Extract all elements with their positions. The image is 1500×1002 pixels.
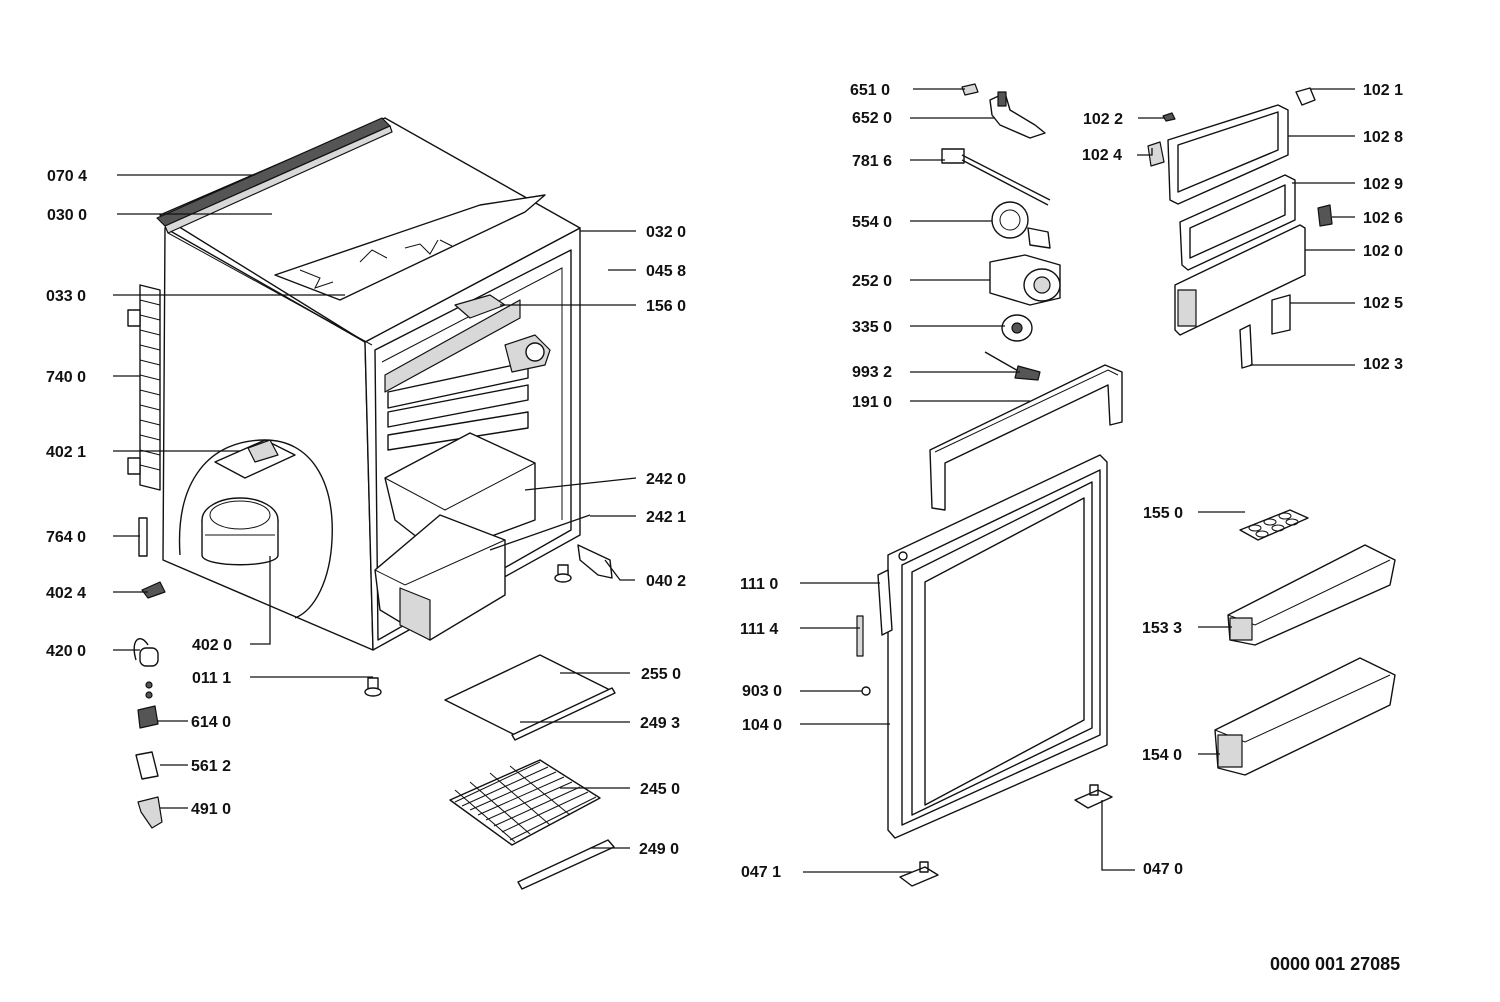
handle-cover bbox=[856, 615, 864, 657]
crisper-drawer-upper bbox=[384, 432, 536, 556]
callout-255-0: 255 0 bbox=[641, 666, 681, 683]
thermostat-knob bbox=[137, 705, 159, 729]
callout-111-4: 111 4 bbox=[740, 621, 778, 638]
callout-102-1: 102 1 bbox=[1363, 82, 1403, 99]
clip-part bbox=[141, 581, 166, 599]
callout-154-0: 154 0 bbox=[1142, 747, 1182, 764]
door-racks bbox=[1214, 509, 1396, 776]
callout-242-0: 242 0 bbox=[646, 471, 686, 488]
callout-252-0: 252 0 bbox=[852, 273, 892, 290]
callout-156-0: 156 0 bbox=[646, 298, 686, 315]
door-screw bbox=[861, 686, 871, 696]
callout-102-5: 102 5 bbox=[1363, 295, 1403, 312]
callout-040-2: 040 2 bbox=[646, 573, 686, 590]
wire-shelf bbox=[449, 759, 601, 846]
egg-tray bbox=[1239, 509, 1309, 541]
small-flap bbox=[1147, 141, 1165, 167]
callout-070-4: 070 4 bbox=[47, 168, 87, 185]
callout-335-0: 335 0 bbox=[852, 319, 892, 336]
callout-764-0: 764 0 bbox=[46, 529, 86, 546]
lamp-control-parts bbox=[941, 83, 1061, 381]
shelf-trim bbox=[517, 839, 615, 890]
upper-hinge-pin bbox=[1074, 784, 1113, 809]
callout-242-1: 242 1 bbox=[646, 509, 686, 526]
callout-402-0: 402 0 bbox=[192, 637, 232, 654]
callout-102-8: 102 8 bbox=[1363, 129, 1403, 146]
bottle-rack-upper bbox=[1227, 544, 1396, 646]
callout-249-0: 249 0 bbox=[639, 841, 679, 858]
lower-shelves bbox=[444, 654, 616, 890]
callout-111-0: 111 0 bbox=[740, 576, 778, 593]
callout-245-0: 245 0 bbox=[640, 781, 680, 798]
callout-554-0: 554 0 bbox=[852, 214, 892, 231]
flap-hinge bbox=[1239, 324, 1253, 369]
callout-155-0: 155 0 bbox=[1143, 505, 1183, 522]
lower-hinge-pin bbox=[899, 861, 939, 887]
callout-402-4: 402 4 bbox=[46, 585, 86, 602]
callout-191-0: 191 0 bbox=[852, 394, 892, 411]
freezer-flap bbox=[1174, 224, 1306, 336]
callout-033-0: 033 0 bbox=[46, 288, 86, 305]
left-loose-parts bbox=[133, 517, 166, 829]
door-gasket-top bbox=[929, 364, 1123, 511]
callout-047-1: 047 1 bbox=[741, 864, 781, 881]
capacitor bbox=[133, 638, 149, 661]
latch bbox=[1317, 204, 1333, 227]
callout-993-2: 993 2 bbox=[852, 364, 892, 381]
freezer-door-parts bbox=[1147, 87, 1333, 369]
callout-491-0: 491 0 bbox=[191, 801, 231, 818]
cap-part bbox=[1162, 112, 1176, 122]
overload-cover bbox=[137, 796, 163, 829]
door-handle bbox=[877, 569, 893, 636]
callout-045-8: 045 8 bbox=[646, 263, 686, 280]
callout-011-1: 011 1 bbox=[192, 670, 231, 687]
callout-740-0: 740 0 bbox=[46, 369, 86, 386]
door-panel bbox=[887, 454, 1108, 839]
door-assembly bbox=[856, 364, 1123, 887]
flap-insert bbox=[1271, 294, 1291, 335]
callout-153-3: 153 3 bbox=[1142, 620, 1182, 637]
freezer-gasket-outer bbox=[1167, 104, 1289, 205]
shelf-trim-front bbox=[511, 687, 616, 741]
bulb-cap bbox=[961, 83, 979, 96]
callout-102-6: 102 6 bbox=[1363, 210, 1403, 227]
lamp-socket-ring bbox=[991, 201, 1029, 239]
callout-102-2: 102 2 bbox=[1083, 111, 1123, 128]
callout-903-0: 903 0 bbox=[742, 683, 782, 700]
callout-402-1: 402 1 bbox=[46, 444, 86, 461]
callout-102-4: 102 4 bbox=[1082, 147, 1122, 164]
callout-652-0: 652 0 bbox=[852, 110, 892, 127]
freezer-gasket-inner bbox=[1179, 174, 1296, 271]
callout-781-6: 781 6 bbox=[852, 153, 892, 170]
bottle-rack-lower bbox=[1214, 657, 1396, 776]
callout-104-0: 104 0 bbox=[742, 717, 782, 734]
callout-420-0: 420 0 bbox=[46, 643, 86, 660]
bottom-hinge bbox=[577, 544, 613, 579]
callout-614-0: 614 0 bbox=[191, 714, 231, 731]
callout-102-0: 102 0 bbox=[1363, 243, 1403, 260]
callout-032-0: 032 0 bbox=[646, 224, 686, 241]
glass-shelf bbox=[444, 654, 611, 736]
fridge-cabinet bbox=[127, 117, 613, 697]
leader-lines bbox=[113, 88, 1355, 873]
hinge-bracket bbox=[1295, 87, 1316, 106]
thermostat bbox=[135, 751, 159, 780]
callout-249-3: 249 3 bbox=[640, 715, 680, 732]
callout-102-9: 102 9 bbox=[1363, 176, 1403, 193]
callout-651-0: 651 0 bbox=[850, 82, 890, 99]
callout-047-0: 047 0 bbox=[1143, 861, 1183, 878]
callout-561-2: 561 2 bbox=[191, 758, 231, 775]
callout-030-0: 030 0 bbox=[47, 207, 87, 224]
callout-102-3: 102 3 bbox=[1363, 356, 1403, 373]
top-insulation-sheet bbox=[274, 194, 546, 301]
callout-labels: 070 4 030 0 033 0 740 0 402 1 764 0 402 … bbox=[46, 82, 1403, 881]
document-number: 0000 001 27085 bbox=[1270, 954, 1400, 974]
dryer-filter bbox=[138, 517, 148, 557]
